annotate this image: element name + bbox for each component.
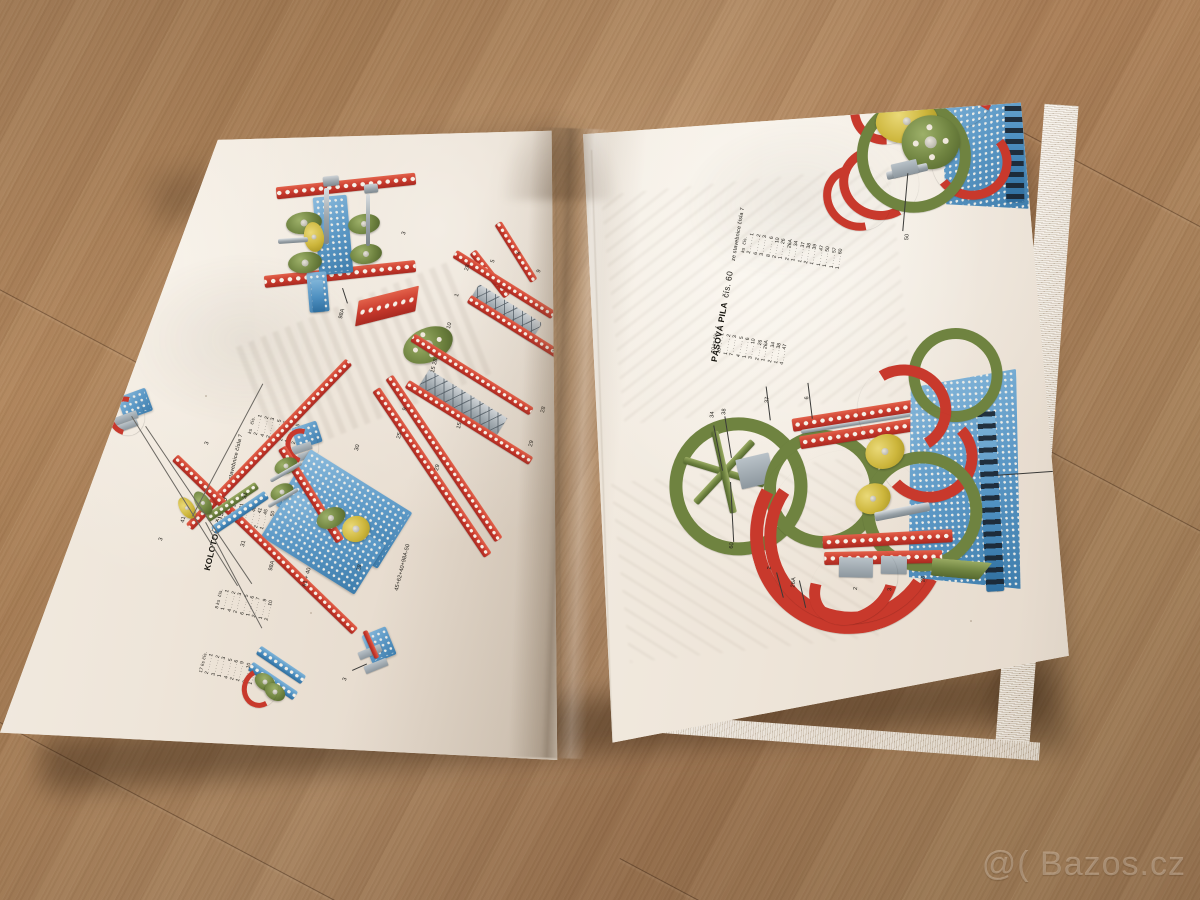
callout-label: 10 (446, 321, 454, 330)
pulley-hub (880, 446, 890, 457)
callout-label: 6 (1075, 472, 1083, 477)
pulley-hub (311, 234, 317, 240)
callout-label: 5 (490, 258, 497, 264)
callout-label: 3 (872, 82, 879, 87)
part-axle (324, 188, 329, 244)
main-illustration-carousel: 3 6 9 5 28 1 10 15 10 15 28 9 15 28 29 (100, 221, 558, 720)
part-pulley-green (346, 211, 382, 237)
part-slotted-strip (1003, 102, 1025, 203)
callout-label: 60 (728, 542, 736, 549)
pulley-hub (351, 524, 361, 534)
pulley-hub (924, 135, 938, 149)
callout-label: 6 (804, 396, 811, 400)
callout-label: 25 (396, 431, 404, 440)
callout-label: 38 (907, 64, 914, 72)
pulley-spoke-hole (926, 124, 933, 131)
page-title-number: čís. 60 (720, 270, 735, 299)
slot-holes (1003, 102, 1025, 203)
callout-label: 10 (894, 59, 902, 67)
callout-label: 3 (342, 676, 349, 682)
gondola-upper (100, 387, 172, 450)
part-strip-grey (322, 175, 340, 187)
callout-label: 39 (862, 84, 870, 92)
gondola-lower-right: 3 (342, 626, 420, 698)
callout-leader (765, 386, 771, 421)
callout-label: 30 (354, 443, 362, 452)
callout-label: 45+62+40+98A-50 (394, 543, 412, 592)
pulley-spoke-hole (942, 137, 949, 145)
right-page-number: 29 (1004, 16, 1016, 29)
gondola-lower-left (236, 645, 318, 716)
watermark: @( Bazos.cz (981, 845, 1186, 883)
callout-leader (878, 69, 893, 100)
pulley-hub (869, 494, 877, 503)
callout-label: 37 (887, 62, 894, 70)
callout-label: 2 (766, 566, 774, 570)
callout-leader (899, 66, 909, 101)
pulley-hub (327, 514, 335, 522)
paper-speck (205, 395, 207, 397)
callout-label: 47 (919, 61, 926, 69)
callout-label: 38 (721, 408, 728, 416)
detail-illustration-gearbox: 98A 3 (263, 168, 458, 328)
paper-speck (970, 620, 972, 622)
callout-label: 1 (454, 292, 461, 298)
left-page: 28 KOLOTOČ čís. 39 ze stavebnice čísla 7… (0, 130, 558, 760)
callout-label: 9 (402, 406, 409, 412)
callout-label: 29 (434, 463, 442, 472)
part-strip-grey (363, 183, 379, 194)
callout-label: 37 (764, 396, 771, 404)
callout-label: 50 (904, 233, 911, 241)
callout-label: 34 (709, 411, 716, 419)
callout-label: 26 (920, 575, 927, 583)
callout-leader (919, 62, 928, 101)
callout-label: 3 (401, 230, 408, 236)
spine-shadow (500, 110, 620, 200)
callout-label: 98A (268, 560, 277, 572)
callout-label: 2 (852, 586, 860, 591)
pulley-spoke-hole (912, 140, 920, 147)
pulley-spoke-hole (412, 346, 419, 354)
callout-label: 15 (456, 421, 464, 430)
callout-leader (807, 382, 813, 419)
callout-label: 3 (887, 587, 894, 592)
callout-label: 28 (464, 263, 472, 272)
callout-label: 1 (880, 78, 887, 82)
pulley-spoke-hole (435, 336, 443, 343)
pulley-spoke-hole (928, 153, 936, 161)
part-axle (366, 194, 370, 246)
illustration-band-saw: 34 38 37 6 60 2 26A 2 3 26 6 (658, 324, 1083, 677)
right-page: 29 PÁSOVÁ PILA čís. 60 ze stavebnice čís… (583, 16, 1083, 743)
paper-speck (310, 612, 312, 614)
callout-label: 26A (790, 577, 798, 588)
